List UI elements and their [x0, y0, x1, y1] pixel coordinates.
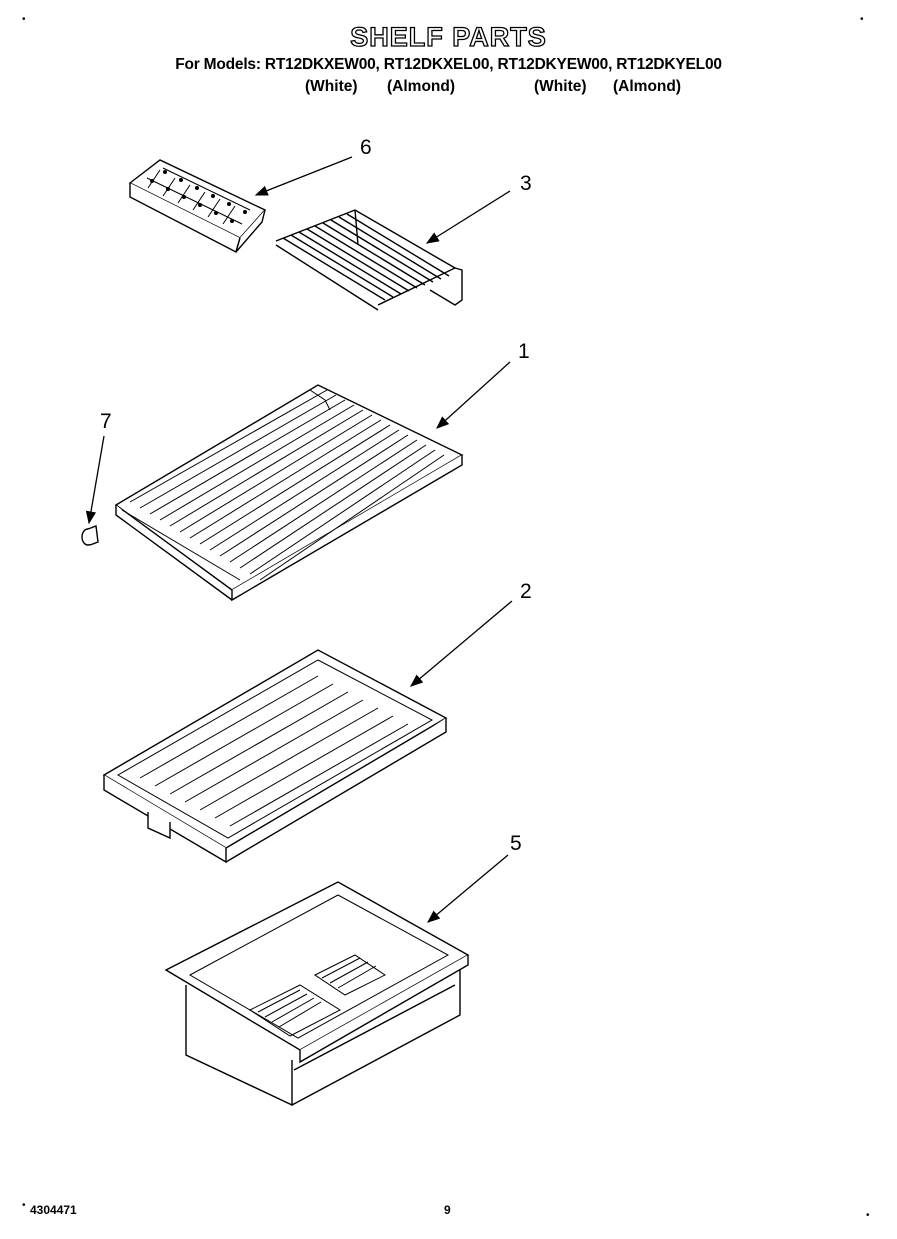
leader-arrow-5: [427, 854, 509, 923]
color-label-3: (White): [534, 78, 587, 95]
color-label-1: (White): [305, 78, 358, 95]
leader-arrow-3: [425, 190, 511, 244]
document-number: 4304471: [30, 1203, 77, 1217]
callout-6: 6: [360, 136, 372, 159]
registration-mark-top-right: •: [860, 14, 864, 25]
leader-arrow-2: [410, 600, 513, 687]
color-label-4: (Almond): [613, 78, 682, 95]
leader-arrow-1: [436, 361, 511, 429]
leader-arrow-6: [254, 156, 353, 196]
page-number: 9: [444, 1203, 451, 1217]
callout-5: 5: [510, 832, 522, 855]
color-label-2: (Almond): [387, 78, 456, 95]
registration-mark-top-left: •: [22, 14, 26, 25]
callout-3: 3: [520, 172, 532, 195]
registration-mark-bottom-left: •: [22, 1200, 26, 1211]
page-title: SHELF PARTS: [350, 21, 547, 52]
callout-2: 2: [520, 580, 532, 603]
models-line: For Models: RT12DKXEW00, RT12DKXEL00, RT…: [175, 56, 722, 73]
cap-part-7: [81, 525, 99, 546]
shelf-part-1: [114, 384, 464, 602]
wire-shelf-part-3: [275, 209, 463, 311]
leader-lines: [85, 156, 513, 923]
callout-1: 1: [518, 340, 530, 363]
crisper-drawer-part-5: [164, 881, 470, 1107]
crisper-cover-part-2: [102, 649, 448, 864]
registration-mark-bottom-right: •: [866, 1210, 870, 1221]
leader-arrow-7: [85, 435, 105, 525]
callout-7: 7: [100, 410, 112, 433]
ice-tray-part-6: [128, 159, 267, 254]
